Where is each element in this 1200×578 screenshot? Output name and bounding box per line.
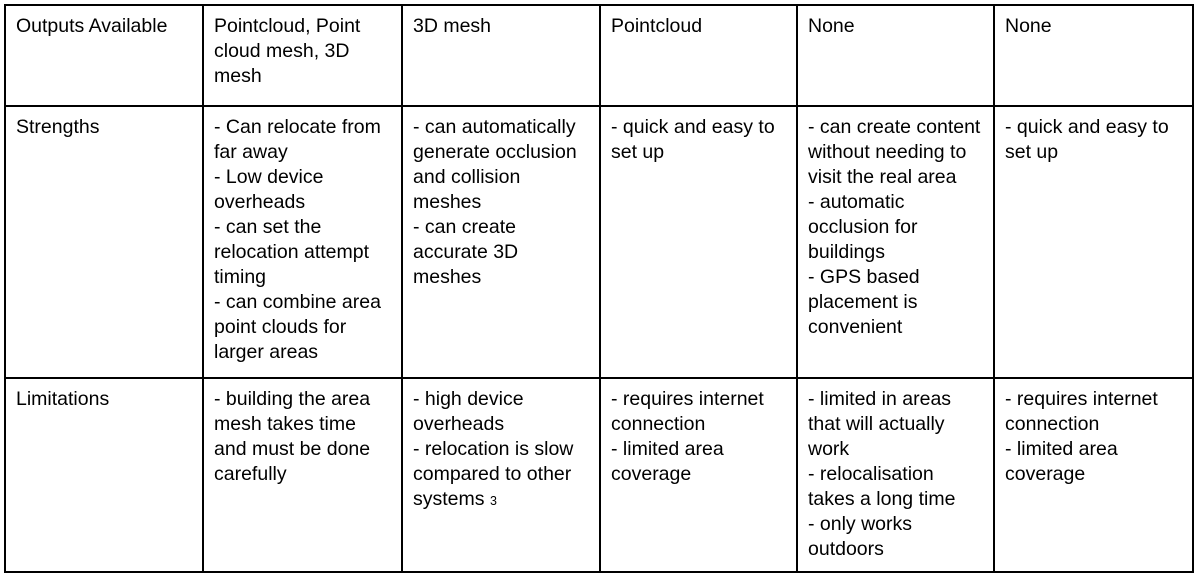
cell-limitations-col3: - requires internet connection - limited… (599, 377, 798, 573)
comparison-table: Outputs Available Pointcloud, Point clou… (4, 4, 1194, 573)
cell-text: - building the area mesh takes time and … (214, 388, 371, 485)
comparison-table-sheet: Outputs Available Pointcloud, Point clou… (4, 4, 1194, 573)
cell-text: None (1005, 15, 1052, 37)
table-row-limitations: Limitations - building the area mesh tak… (4, 377, 1194, 573)
cell-text: - quick and easy to set up (611, 116, 775, 163)
cell-text: Pointcloud (611, 15, 703, 37)
cell-limitations-col4: - limited in areas that will actually wo… (796, 377, 995, 573)
cell-outputs-available-col2: 3D mesh (401, 4, 601, 107)
cell-limitations-col2: - high device overheads - relocation is … (401, 377, 601, 573)
cell-limitations-col1: - building the area mesh takes time and … (202, 377, 403, 573)
cell-text: - quick and easy to set up (1005, 116, 1169, 163)
cell-text: None (808, 15, 855, 37)
table-row-outputs-available: Outputs Available Pointcloud, Point clou… (4, 4, 1194, 107)
cell-text: - can automatically generate occlusion a… (413, 116, 577, 288)
cell-strengths-col4: - can create content without needing to … (796, 105, 995, 379)
cell-outputs-available-col3: Pointcloud (599, 4, 798, 107)
cell-text: 3D mesh (413, 15, 492, 37)
cell-text: - requires internet connection - limited… (1005, 388, 1158, 485)
cell-outputs-available-col1: Pointcloud, Point cloud mesh, 3D mesh (202, 4, 403, 107)
cell-outputs-available-col5: None (993, 4, 1194, 107)
cell-text: - high device overheads - relocation is … (413, 388, 574, 510)
cell-outputs-available-col4: None (796, 4, 995, 107)
cell-text: Pointcloud, Point cloud mesh, 3D mesh (214, 15, 361, 87)
table-row-strengths: Strengths - Can relocate from far away -… (4, 105, 1194, 379)
row-header-outputs-available: Outputs Available (4, 4, 204, 107)
cell-text: - can create content without needing to … (808, 116, 981, 338)
cell-text: - Can relocate from far away - Low devic… (214, 116, 381, 363)
cell-strengths-col2: - can automatically generate occlusion a… (401, 105, 601, 379)
row-header-limitations: Limitations (4, 377, 204, 573)
cell-limitations-col5: - requires internet connection - limited… (993, 377, 1194, 573)
cell-text: - limited in areas that will actually wo… (808, 388, 956, 560)
cell-strengths-col5: - quick and easy to set up (993, 105, 1194, 379)
cell-strengths-col1: - Can relocate from far away - Low devic… (202, 105, 403, 379)
cell-strengths-col3: - quick and easy to set up (599, 105, 798, 379)
row-header-strengths: Strengths (4, 105, 204, 379)
cell-text: - requires internet connection - limited… (611, 388, 764, 485)
footnote-marker: 3 (489, 494, 497, 508)
